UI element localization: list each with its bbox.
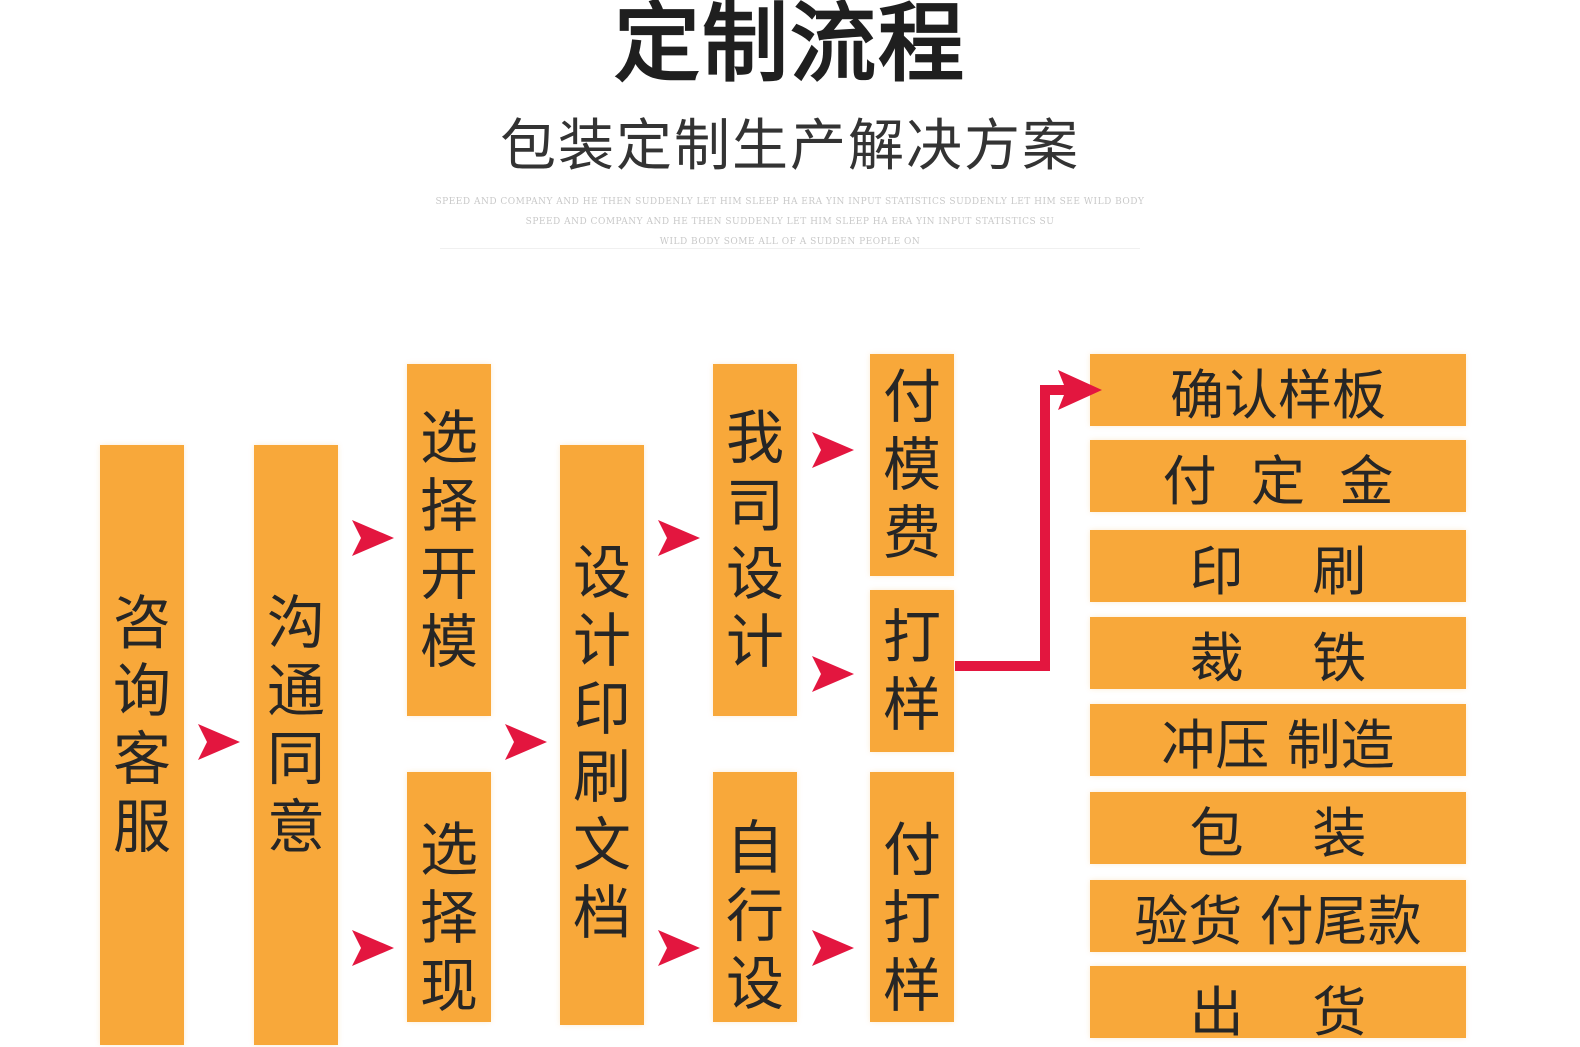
step-we-design-box: 我司设计 xyxy=(713,364,797,716)
step-pay-proof-box: 付打样 xyxy=(870,772,954,1022)
arrow-right-icon xyxy=(352,930,394,966)
step-proof-label: 打样 xyxy=(882,603,941,739)
arrow-right-icon xyxy=(658,930,700,966)
step-existing-mold-box: 选择现 xyxy=(407,772,491,1022)
fine-print-line-2: SPEED AND COMPANY AND HE THEN SUDDENLY L… xyxy=(525,217,1055,227)
page-title: 定制流程 xyxy=(614,0,966,94)
step-mold-fee-label: 付模费 xyxy=(882,363,941,567)
step-consult-box: 咨询客服 xyxy=(100,445,184,1045)
step-communicate-label: 沟通同意 xyxy=(266,589,325,861)
step-consult-label: 咨询客服 xyxy=(112,589,171,861)
arrow-right-icon xyxy=(198,724,240,760)
step-design-file-label: 设计印刷文档 xyxy=(572,539,631,947)
arrow-right-icon xyxy=(352,520,394,556)
step-mold-fee-box: 付模费 xyxy=(870,354,954,576)
step-communicate-box: 沟通同意 xyxy=(254,445,338,1045)
step-design-file-box: 设计印刷文档 xyxy=(560,445,644,1025)
production-step-row: 验货 付尾款 xyxy=(1090,880,1466,953)
fine-print-divider xyxy=(440,248,1140,249)
arrow-right-icon xyxy=(658,520,700,556)
fine-print-line-1: SPEED AND COMPANY AND HE THEN SUDDENLY L… xyxy=(435,197,1145,207)
fine-print-line-3: WILD BODY SOME ALL OF A SUDDEN PEOPLE ON xyxy=(659,237,921,247)
elbow-connector-line xyxy=(955,385,1066,671)
production-step-row: 裁 铁 xyxy=(1090,617,1466,690)
arrow-right-icon xyxy=(505,724,547,760)
step-open-mold-box: 选择开模 xyxy=(407,364,491,716)
page-subtitle: 包装定制生产解决方案 xyxy=(500,114,1080,179)
arrow-right-icon xyxy=(812,656,854,692)
step-proof-box: 打样 xyxy=(870,590,954,752)
production-step-row: 印 刷 xyxy=(1090,530,1466,603)
step-we-design-label: 我司设计 xyxy=(725,404,784,676)
step-self-design-box: 自行设 xyxy=(713,772,797,1022)
production-step-row: 确认样板 xyxy=(1090,354,1466,427)
production-step-row: 冲压 制造 xyxy=(1090,704,1466,777)
arrow-right-icon xyxy=(812,432,854,468)
production-step-row: 出 货 xyxy=(1090,966,1466,1044)
step-self-design-label: 自行设 xyxy=(725,814,784,1018)
step-pay-proof-label: 付打样 xyxy=(882,816,941,1020)
arrow-right-icon xyxy=(812,930,854,966)
step-existing-mold-label: 选择现 xyxy=(419,816,478,1020)
production-step-row: 付 定 金 xyxy=(1090,440,1466,513)
production-step-row: 包 装 xyxy=(1090,792,1466,865)
step-open-mold-label: 选择开模 xyxy=(419,404,478,676)
